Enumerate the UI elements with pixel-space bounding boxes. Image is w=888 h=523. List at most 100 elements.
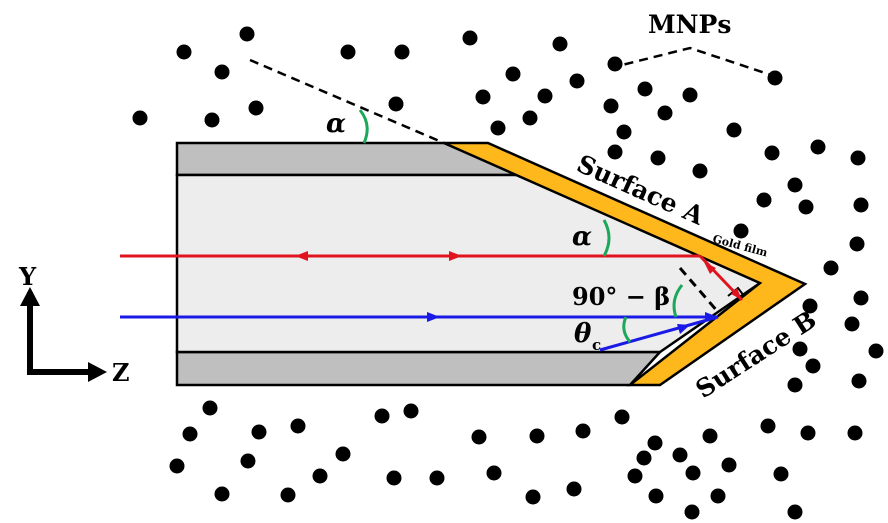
mnp-particle (240, 453, 256, 469)
mnp-particle (787, 177, 803, 193)
mnp-particle (569, 73, 585, 89)
mnp-particle (682, 87, 698, 103)
mnps-label: MNPs (648, 10, 731, 39)
mnp-particle (702, 428, 718, 444)
red-arrow-right (449, 251, 462, 261)
red-arrow-up (704, 262, 716, 274)
mnp-particle (388, 96, 404, 112)
mnp-particle (176, 44, 192, 60)
mnp-particle (566, 481, 582, 497)
mnp-particle (248, 100, 264, 116)
mnp-particle (684, 504, 700, 520)
mnp-particle (637, 81, 653, 97)
mnp-particle (787, 377, 803, 393)
mnps-pointer-line (609, 46, 781, 80)
mnp-particle (787, 504, 803, 520)
mnp-particle (648, 488, 664, 504)
cladding-bottom (175, 350, 663, 387)
mnp-particle (340, 44, 356, 60)
gold-film (443, 141, 808, 387)
mnp-particle (505, 66, 521, 82)
red-arrow-diagonal (731, 288, 742, 300)
angle-arc-alpha-top (358, 109, 369, 144)
mnp-particle (710, 488, 726, 504)
angle-arc-alpha-inner (602, 219, 611, 257)
mnp-particle (657, 105, 673, 121)
mnp-particle (760, 418, 776, 434)
mnp-particle (204, 112, 220, 128)
theta-label: θ (574, 319, 592, 349)
mnp-particle (607, 144, 623, 160)
mnp-particle (627, 468, 643, 484)
mnp-particle (692, 163, 708, 179)
mnp-particle (850, 150, 866, 166)
mnp-particle (429, 470, 445, 486)
mnp-particle (810, 139, 826, 155)
mnp-particle (844, 316, 860, 332)
blue-arrow-right (427, 312, 440, 322)
axis-y-arrow (20, 287, 40, 306)
mnp-particle (603, 98, 619, 114)
mnp-particle (529, 428, 545, 444)
mnp-particle (490, 120, 506, 136)
mnp-particle (132, 110, 148, 126)
mnp-particle (721, 457, 737, 473)
mnp-particle (471, 429, 487, 445)
mnp-particle (182, 426, 198, 442)
alpha-reference-line (249, 58, 445, 145)
axis-z-arrow (88, 362, 107, 382)
mnp-particle (537, 88, 553, 104)
mnp-particle (767, 70, 783, 86)
mnp-particle (849, 236, 865, 252)
mnp-particle (773, 466, 789, 482)
mnp-particle (851, 373, 867, 389)
mnp-particle (251, 424, 267, 440)
mnp-particle (312, 468, 328, 484)
mnp-particle (616, 124, 632, 140)
axis-y-label: Y (18, 262, 37, 291)
mnp-particle (868, 343, 884, 359)
mnp-particle (202, 400, 218, 416)
red-arrow-left (295, 251, 308, 261)
mnp-particle (802, 298, 818, 314)
mnp-particle (525, 489, 541, 505)
mnp-particle (169, 458, 185, 474)
angle-arc-beta (672, 284, 684, 318)
alpha-top-label: α (326, 109, 346, 139)
blue-ray-reflection (599, 315, 719, 352)
mnp-particle (726, 122, 742, 138)
mnp-particle (853, 197, 869, 213)
surface-normal-line (678, 267, 720, 313)
mnp-particle (647, 435, 663, 451)
mnp-particle (733, 223, 749, 239)
mnp-particle (290, 418, 306, 434)
mnp-particle (335, 446, 351, 462)
blue-arrow-end (705, 312, 718, 322)
mnp-particle (764, 145, 780, 161)
mnp-particle (800, 425, 816, 441)
right-angle-mark (727, 286, 745, 297)
mnp-particle (522, 110, 538, 126)
mnp-particle (575, 423, 591, 439)
mnp-particle (823, 260, 839, 276)
mnp-particles (132, 26, 884, 520)
mnp-particle (805, 358, 821, 374)
ninety-minus-beta-label: 90° − β (572, 282, 670, 311)
mnp-particle (650, 150, 666, 166)
mnp-particle (374, 408, 390, 424)
mnp-particle (756, 192, 772, 208)
theta-subscript-label: c (592, 336, 601, 354)
mnp-particle (280, 487, 296, 503)
alpha-inner-label: α (572, 222, 592, 252)
mnp-particle (394, 44, 410, 60)
mnp-particle (386, 470, 402, 486)
axis-z-label: Z (112, 358, 130, 387)
mnp-particle (239, 26, 255, 42)
mnp-particle (672, 447, 688, 463)
mnp-particle (475, 89, 491, 105)
mnp-particle (552, 36, 568, 52)
mnp-particle (847, 425, 863, 441)
mnp-particle (614, 409, 630, 425)
mnp-particle (214, 64, 230, 80)
